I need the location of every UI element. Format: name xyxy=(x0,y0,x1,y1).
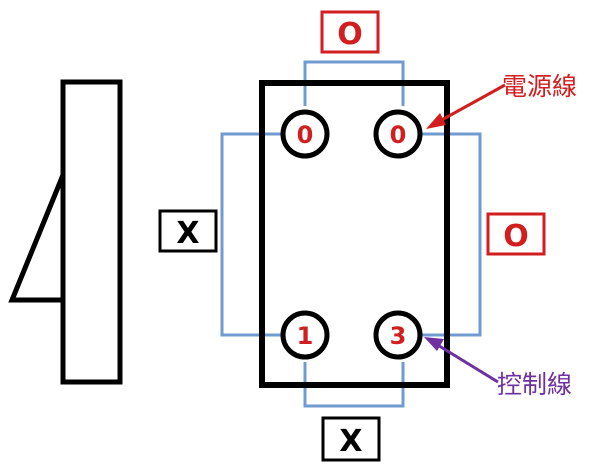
label-text: O xyxy=(337,17,363,52)
terminal-bottom-left: 1 xyxy=(280,310,330,360)
power-line-annotation: 電源線 xyxy=(426,72,577,129)
terminal-label: 3 xyxy=(390,322,407,350)
terminal-top-right: 0 xyxy=(373,109,423,159)
control-arrow-shaft xyxy=(435,342,499,384)
power-arrow-head xyxy=(426,113,446,129)
terminal-top-left: 0 xyxy=(280,109,330,159)
terminal-label: 1 xyxy=(297,322,314,350)
label-text: O xyxy=(503,219,529,254)
switch-side-body xyxy=(60,79,123,385)
label-text: X xyxy=(339,424,362,459)
switch-side-view xyxy=(8,79,123,385)
switch-front-body xyxy=(259,80,450,388)
label-top-connected: O xyxy=(320,10,380,54)
terminal-bottom-right: 3 xyxy=(373,310,423,360)
power-arrow-shaft xyxy=(437,83,506,124)
label-left-not-connected: X xyxy=(158,209,218,253)
terminal-label: 0 xyxy=(390,121,407,149)
power-line-label: 電源線 xyxy=(502,72,577,101)
switch-side-lever xyxy=(8,174,66,303)
control-line-annotation: 控制線 xyxy=(424,337,572,399)
terminal-label: 0 xyxy=(297,121,314,149)
control-line-label: 控制線 xyxy=(497,370,572,399)
label-bottom-not-connected: X xyxy=(321,416,381,462)
control-arrow-head xyxy=(424,337,444,351)
label-text: X xyxy=(176,216,199,251)
label-right-connected: O xyxy=(486,212,546,256)
wire-left xyxy=(220,132,285,337)
